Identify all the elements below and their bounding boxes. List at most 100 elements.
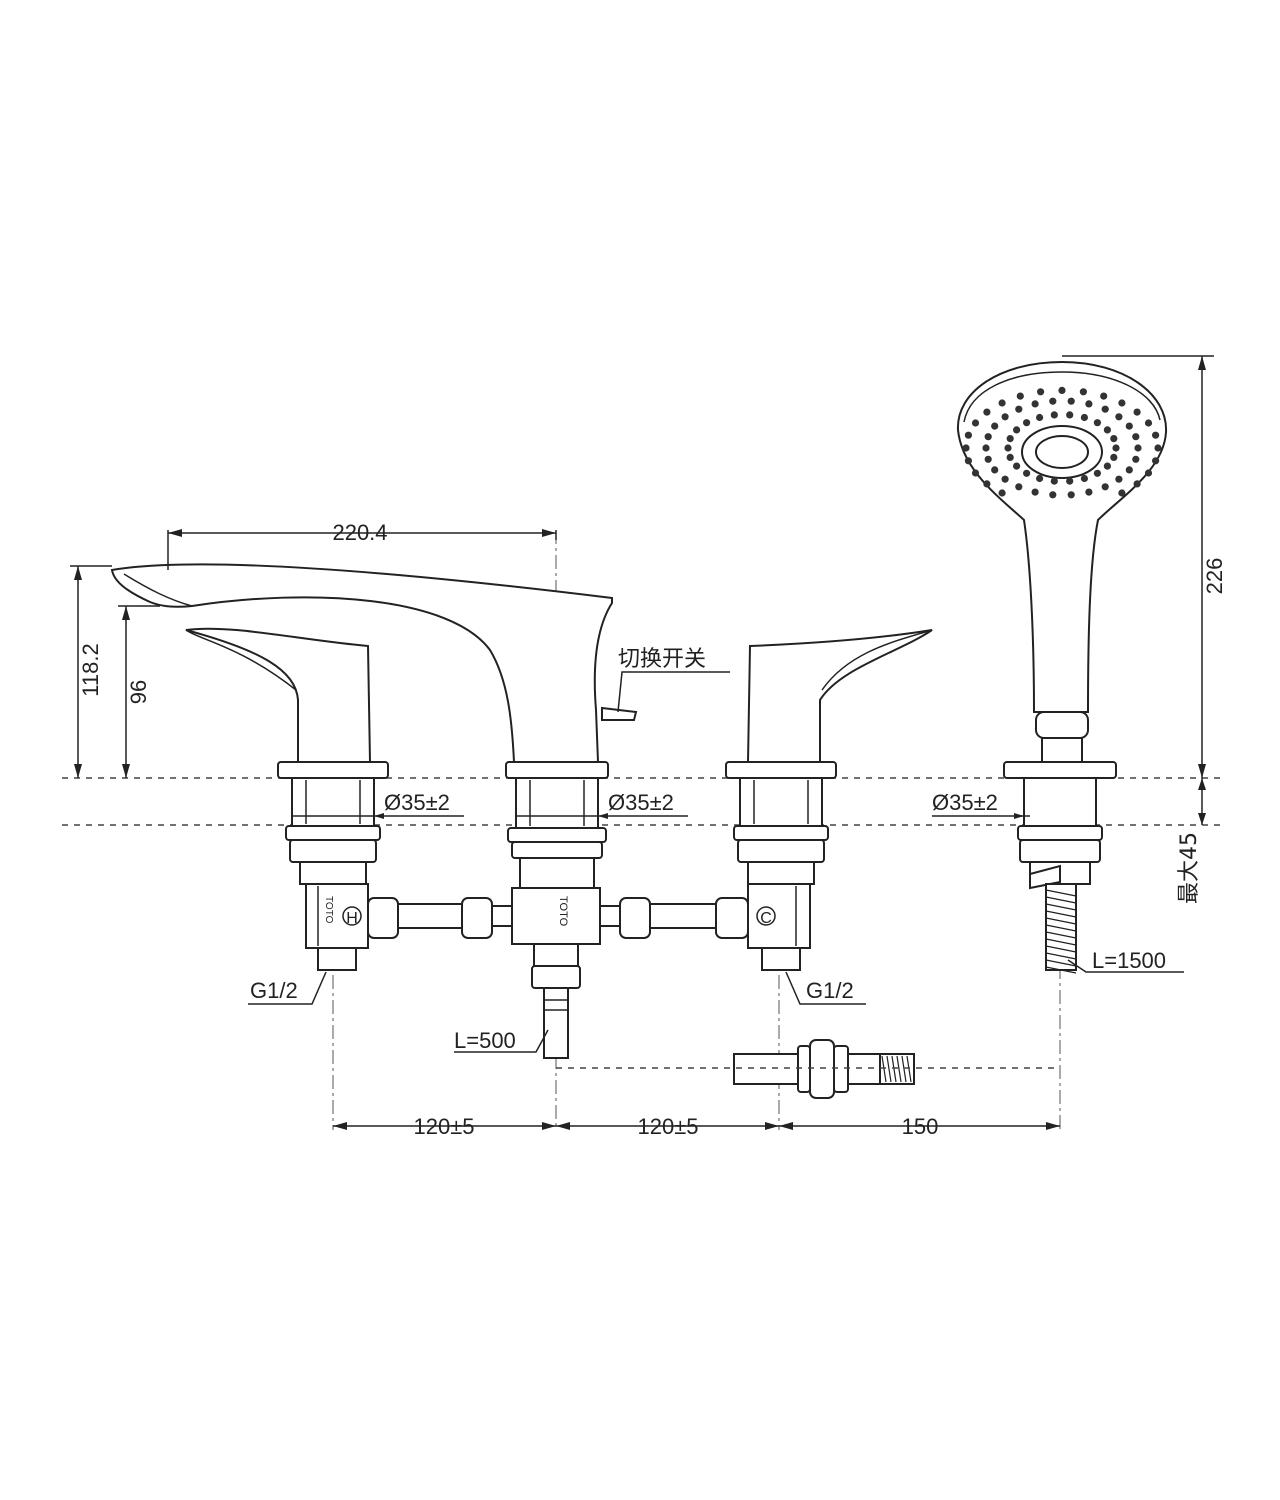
- nozzle-dot: [1058, 386, 1066, 394]
- nozzle-dot: [998, 399, 1006, 407]
- deck-thickness-label: 最大45: [1177, 832, 1202, 904]
- inlet-thread-callouts: G1/2 G1/2: [248, 971, 866, 1005]
- nozzle-dot: [1015, 483, 1023, 491]
- nozzle-dot: [1006, 435, 1014, 443]
- nozzle-dot: [1080, 474, 1088, 483]
- nozzle-dot: [1050, 411, 1058, 419]
- nozzle-dot: [991, 466, 999, 474]
- nozzle-dot: [1118, 489, 1126, 497]
- spacing-shower-label: 150: [902, 1114, 939, 1139]
- spray-nozzles: [962, 386, 1162, 499]
- nozzle-dot: [1066, 477, 1074, 485]
- markings: H C TOTO TOTO: [323, 896, 772, 927]
- hose-coil-line: [1045, 896, 1077, 904]
- nozzle-dot: [1013, 462, 1021, 470]
- nozzle-dot: [1154, 444, 1162, 452]
- hose-coil-line: [1045, 952, 1077, 960]
- nozzle-dot: [1050, 477, 1058, 485]
- nozzle-dot: [1101, 483, 1109, 491]
- nozzle-dot: [1079, 388, 1087, 396]
- hose-texture: [1045, 889, 1077, 974]
- spout-length-label: 220.4: [332, 520, 387, 545]
- dim-deck-thickness: 最大45: [1177, 778, 1206, 904]
- nozzle-dot: [1093, 419, 1101, 427]
- hose-coil-line: [1045, 938, 1077, 946]
- nozzle-dot: [984, 455, 992, 463]
- hole-diameter-label-2: Ø35±2: [608, 790, 674, 815]
- hose-coil-line: [1045, 945, 1077, 953]
- shower-height-label: 226: [1202, 558, 1227, 595]
- nozzle-dot: [1103, 426, 1111, 434]
- nozzle-dot: [1067, 491, 1075, 499]
- hose-shower-label: L=1500: [1092, 948, 1166, 973]
- nozzle-dot: [983, 408, 991, 416]
- dim-heights: 118.2 96: [70, 565, 160, 778]
- adapter-thread: [881, 1055, 912, 1083]
- nozzle-dot: [991, 422, 999, 430]
- nozzle-dot: [1132, 433, 1140, 441]
- spout: [110, 563, 638, 889]
- nozzle-dot: [1115, 475, 1123, 483]
- nozzle-dot: [1100, 392, 1108, 400]
- nozzle-dot: [1093, 469, 1101, 477]
- nozzle-dot: [1004, 444, 1012, 452]
- hand-shower: [956, 360, 1168, 974]
- spout-height-label: 118.2: [78, 643, 103, 696]
- nozzle-dot: [1115, 413, 1123, 421]
- nozzle-dot: [1133, 480, 1141, 488]
- nozzle-dot: [1049, 397, 1057, 405]
- nozzle-dot: [1134, 444, 1142, 452]
- thread-line: [886, 1055, 892, 1083]
- cold-mark: C: [760, 910, 772, 927]
- nozzle-dot: [1152, 431, 1160, 439]
- dim-spacings: 120±5 120±5 150: [333, 1067, 1060, 1139]
- thread-line: [891, 1055, 897, 1083]
- nozzle-dot: [1016, 392, 1024, 400]
- nozzle-dot: [1036, 413, 1044, 422]
- centre-lines: [332, 530, 1061, 1130]
- nozzle-dot: [1132, 455, 1140, 463]
- nozzle-dot: [971, 469, 980, 477]
- nozzle-dot: [1085, 400, 1093, 408]
- nozzle-dot: [1125, 422, 1133, 430]
- nozzle-dot: [984, 433, 992, 441]
- nozzle-dot: [1066, 411, 1074, 419]
- hose-coil-line: [1045, 931, 1077, 939]
- nozzle-dot: [1023, 419, 1031, 427]
- hose-adapter: [733, 1039, 915, 1099]
- nozzle-dot: [1001, 413, 1009, 421]
- nozzle-dot: [1112, 444, 1120, 452]
- brand-mark-left: TOTO: [323, 896, 334, 924]
- thread-line: [901, 1055, 907, 1083]
- nozzle-dot: [983, 480, 991, 488]
- hose-coil-line: [1045, 924, 1077, 932]
- hose-short-label: L=500: [454, 1028, 516, 1053]
- nozzle-dot: [1110, 453, 1118, 461]
- inlet-thread-right-label: G1/2: [806, 978, 854, 1003]
- nozzle-dot: [1101, 405, 1109, 413]
- nozzle-dot: [1015, 405, 1023, 413]
- nozzle-dot: [1036, 474, 1044, 483]
- hose-coil-line: [1045, 966, 1077, 974]
- nozzle-dot: [1118, 399, 1126, 407]
- nozzle-dot: [1125, 466, 1133, 474]
- spacing-left-label: 120±5: [413, 1114, 474, 1139]
- hose-coil-line: [1045, 903, 1077, 911]
- nozzle-dot: [982, 444, 990, 452]
- thread-line: [906, 1055, 912, 1083]
- hose-coil-line: [1045, 889, 1077, 897]
- outlet-height-label: 96: [126, 680, 151, 704]
- nozzle-dot: [998, 489, 1006, 497]
- dim-spout-length: 220.4: [167, 520, 557, 570]
- nozzle-dot: [1110, 435, 1118, 443]
- brand-mark: TOTO: [557, 896, 569, 927]
- nozzle-dot: [1103, 462, 1111, 470]
- hose-coil-line: [1045, 917, 1077, 925]
- inlet-thread-left-label: G1/2: [250, 978, 298, 1003]
- dim-shower-height: 226: [1062, 355, 1227, 778]
- nozzle-dot: [971, 419, 980, 427]
- nozzle-dot: [1006, 453, 1014, 461]
- nozzle-dot: [1144, 469, 1153, 477]
- diverter-callout: 切换开关: [617, 647, 730, 713]
